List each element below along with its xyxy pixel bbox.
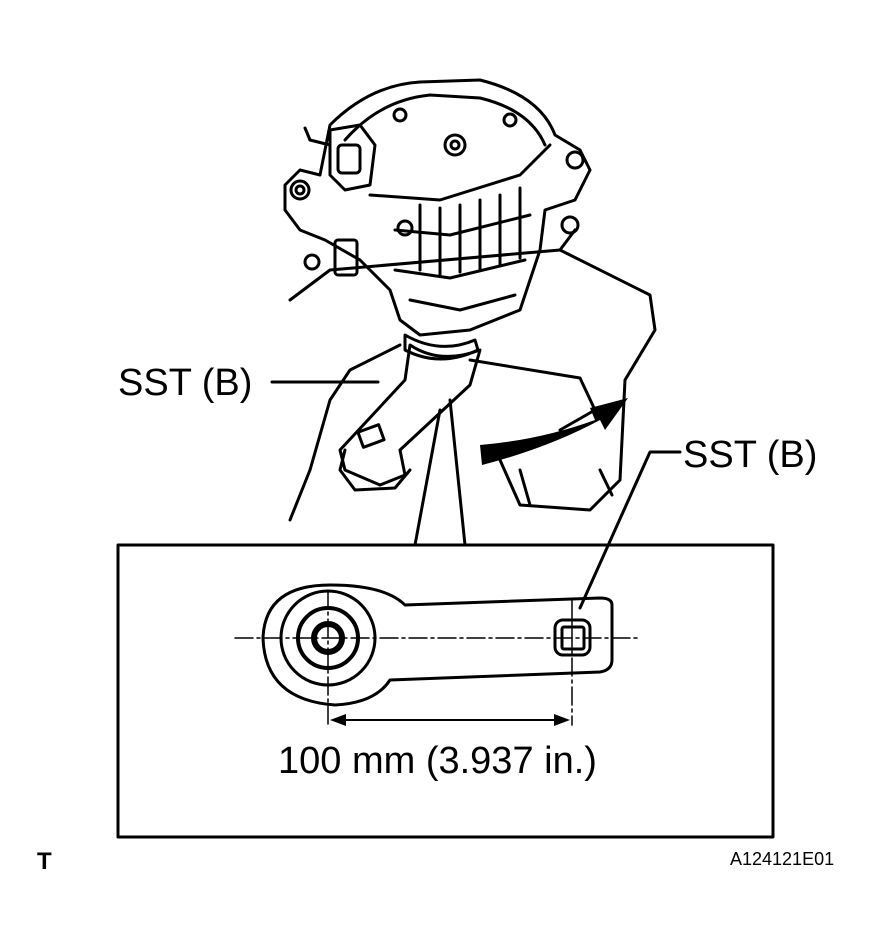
- sst-right-leader: [578, 450, 682, 610]
- alternator: [283, 78, 592, 361]
- centerlines: [234, 589, 641, 726]
- detail-callout-lines: [413, 398, 467, 547]
- corner-mark: T: [37, 848, 52, 875]
- sst-left-label: SST (B): [118, 362, 253, 404]
- dimension-arrowheads: [330, 714, 570, 726]
- figure-code: A124121E01: [730, 849, 835, 869]
- detail-box: [116, 543, 775, 839]
- rotation-arrow: [480, 398, 628, 465]
- sst-wrench-installed: [338, 343, 482, 492]
- sst-wrench-detail: [261, 583, 614, 707]
- engine-bracket: [288, 228, 657, 522]
- sst-right-label: SST (B): [683, 434, 818, 476]
- dimension-label: 100 mm (3.937 in.): [278, 740, 597, 782]
